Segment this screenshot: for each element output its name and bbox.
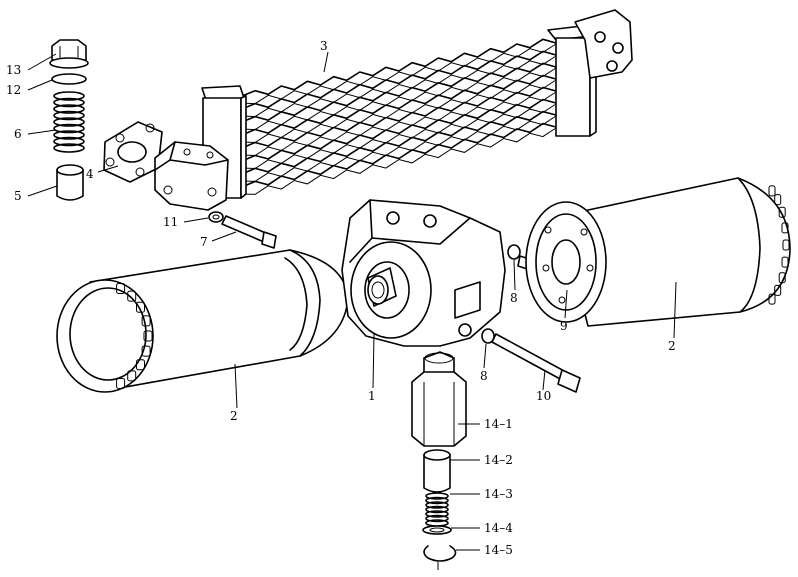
- callout-11: 11: [163, 215, 178, 229]
- grip-rib: [116, 378, 126, 389]
- cooler-tube-edge: [241, 91, 557, 157]
- callout-14-5: 14–5: [484, 543, 513, 557]
- grip-rib: [136, 359, 145, 371]
- oil-cooler: [201, 9, 633, 199]
- callout-1: 1: [368, 389, 376, 403]
- gasket-and-adapter: [103, 121, 229, 211]
- spring-coil: [425, 492, 449, 500]
- callout-7: 7: [200, 235, 208, 249]
- spring-coil: [53, 91, 85, 101]
- callout-2-right: 2: [668, 339, 676, 353]
- cooler-tube: [241, 110, 557, 175]
- cooler-tube: [241, 62, 557, 123]
- filter-cartridge-right: [525, 177, 791, 327]
- grip-rib: [141, 315, 151, 327]
- grip-rib: [774, 284, 782, 296]
- bypass-valve-parts: [411, 351, 467, 570]
- grip-rib: [782, 239, 790, 251]
- spring-coil: [425, 496, 449, 505]
- cooler-tube-edge: [241, 115, 557, 182]
- callout-4: 4: [86, 167, 94, 181]
- cooler-tube: [241, 50, 557, 110]
- spring-coil: [425, 514, 449, 523]
- cartridge-grip-ribs: [116, 283, 153, 389]
- callout-5: 5: [14, 189, 22, 203]
- spring-coil: [53, 136, 85, 147]
- cartridge-grip-ribs-right: [768, 185, 790, 305]
- spring-coil: [425, 501, 449, 509]
- cooler-tube-edge: [241, 67, 557, 131]
- relief-valve-parts: [49, 39, 89, 201]
- spring-coil: [425, 510, 449, 518]
- callout-14-3: 14–3: [484, 487, 513, 501]
- cooler-tube-edge: [241, 55, 557, 118]
- spring-coil: [53, 110, 85, 121]
- cooler-tube-edge: [241, 43, 557, 105]
- spring-coil: [53, 123, 85, 134]
- callout-6: 6: [14, 127, 22, 141]
- callout-8-lower: 8: [480, 369, 488, 383]
- spring-coil: [53, 97, 85, 108]
- callout-3: 3: [320, 39, 328, 53]
- cooler-tubes: [241, 38, 557, 195]
- callout-2-left: 2: [230, 409, 238, 423]
- callout-labels: 3 13 12 6 4 5 11 7 2 2 1 8 8 9 10 14–1 1…: [6, 39, 676, 557]
- cooler-tube: [241, 86, 557, 149]
- grip-rib: [768, 293, 776, 305]
- spring-coil: [425, 505, 449, 514]
- cooler-tube: [241, 98, 557, 162]
- spring: [53, 91, 85, 153]
- spring-coil: [53, 143, 85, 153]
- cooler-tube: [241, 122, 557, 188]
- grip-rib: [768, 185, 776, 197]
- callout-14-2: 14–2: [484, 453, 513, 467]
- spring-coil: [53, 130, 85, 140]
- callout-14-4: 14–4: [484, 521, 513, 535]
- bolt-7-assembly: [208, 211, 277, 249]
- cooler-tube: [241, 74, 557, 136]
- callout-8-upper: 8: [510, 291, 518, 305]
- callout-13: 13: [6, 63, 21, 77]
- grip-rib: [127, 370, 137, 382]
- spring-coil: [53, 117, 85, 127]
- grip-rib: [127, 290, 137, 302]
- filter-cartridge-left: [56, 249, 349, 393]
- cooler-tube-edge: [241, 79, 557, 144]
- grip-rib: [781, 222, 789, 234]
- bypass-spring: [425, 492, 449, 527]
- cooler-tube-edge: [241, 127, 557, 195]
- grip-rib: [141, 345, 151, 357]
- grip-rib: [781, 256, 789, 268]
- callout-14-1: 14–1: [484, 417, 513, 431]
- filter-head: [341, 199, 506, 347]
- callout-10: 10: [536, 389, 551, 403]
- callout-9: 9: [560, 319, 568, 333]
- leader-lines: [27, 51, 677, 551]
- spring-coil: [53, 104, 85, 114]
- grip-rib: [136, 301, 145, 313]
- cooler-tube: [241, 38, 557, 97]
- grip-rib: [116, 283, 126, 294]
- grip-rib: [143, 330, 153, 342]
- cooler-tube-edge: [241, 103, 557, 170]
- grip-rib: [778, 206, 786, 218]
- callout-12: 12: [6, 83, 21, 97]
- grip-rib: [778, 272, 786, 284]
- grip-rib: [774, 194, 782, 206]
